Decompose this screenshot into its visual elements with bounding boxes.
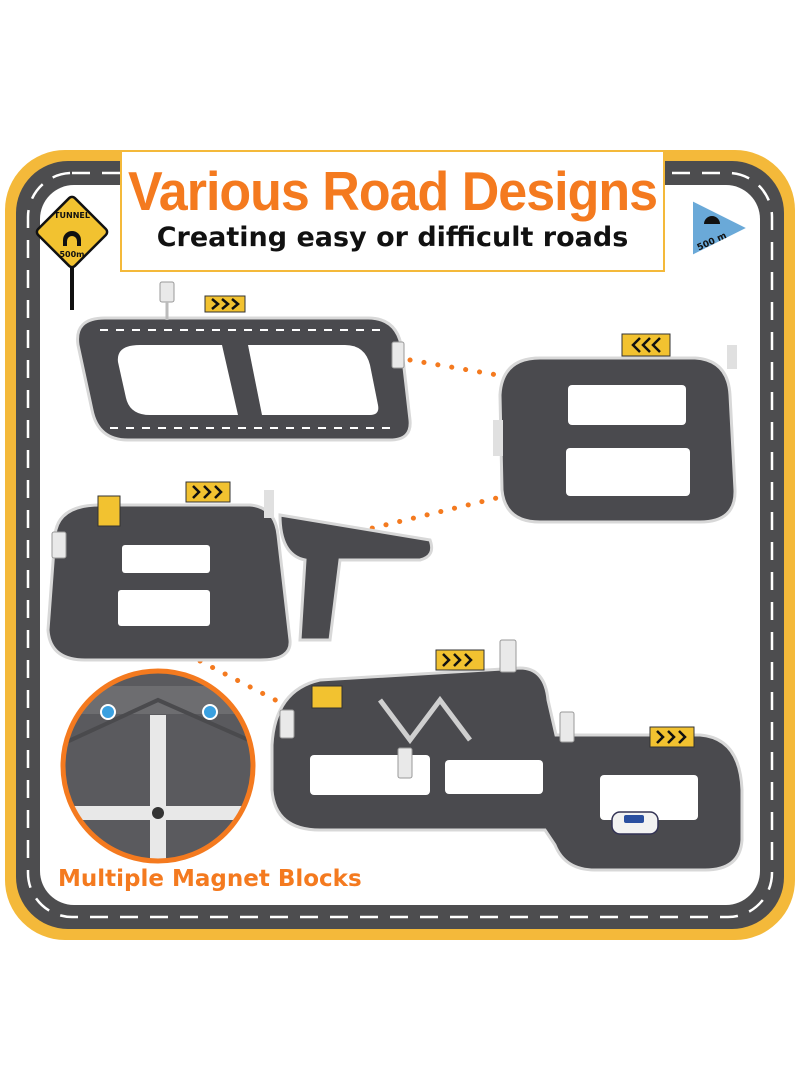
page-subtitle: Creating easy or difficult roads — [156, 222, 629, 253]
page-title: Various Road Designs — [127, 161, 658, 223]
magnet-caption: Multiple Magnet Blocks — [58, 866, 362, 892]
title-banner: Various Road Designs Creating easy or di… — [120, 152, 665, 272]
